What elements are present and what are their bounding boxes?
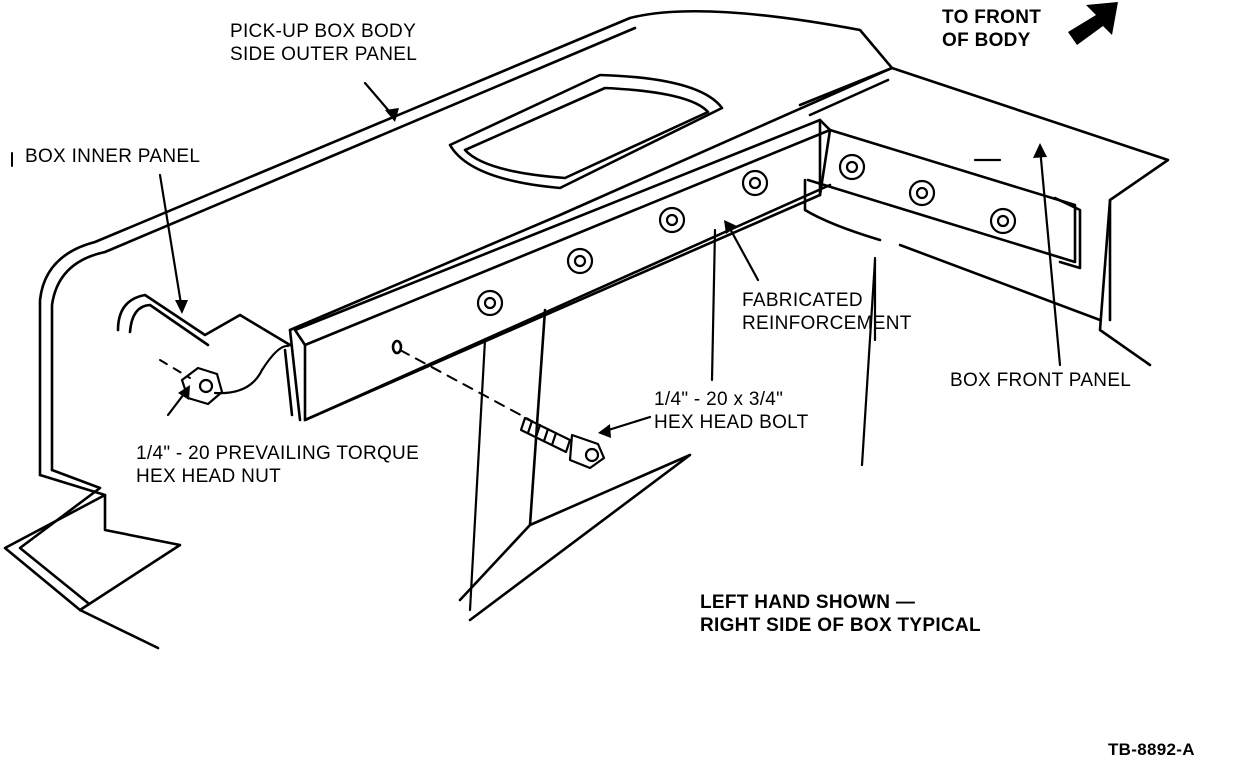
figure-id: TB-8892-A — [1108, 740, 1195, 759]
fabricated-reinforcement — [293, 118, 832, 422]
label-to-front: TO FRONT OF BODY — [942, 7, 1042, 51]
explosion-line — [399, 349, 531, 421]
side-outer-panel — [3, 9, 894, 650]
explosion-line — [159, 359, 191, 379]
label-hex-head-nut: 1/4" - 20 PREVAILING TORQUE HEX HEAD NUT — [136, 443, 420, 487]
arrow-up-right-icon — [1068, 2, 1118, 45]
hex-bolt-icon — [519, 416, 606, 470]
label-box-front-panel: BOX FRONT PANEL — [950, 370, 1132, 391]
prevailing-torque-nut — [180, 366, 224, 406]
stake-pocket — [448, 73, 724, 190]
box-front-panel — [798, 66, 1170, 367]
label-hex-head-bolt: 1/4" - 20 x 3/4" HEX HEAD BOLT — [654, 389, 809, 433]
hex-nut-icon — [658, 206, 686, 234]
label-side-outer-panel: PICK-UP BOX BODY SIDE OUTER PANEL — [230, 21, 418, 65]
hex-nut-icon — [741, 169, 769, 197]
support-flange — [458, 308, 692, 622]
hex-nut-icon — [989, 207, 1017, 235]
hex-nut-icon — [476, 289, 504, 317]
label-fabricated-reinforcement: FABRICATED REINFORCEMENT — [742, 290, 912, 334]
flange-nuts — [476, 153, 1017, 317]
hex-nut-icon — [908, 179, 936, 207]
leader-arrowheads — [175, 108, 1047, 438]
hex-nut-icon — [566, 247, 594, 275]
hex-nut-icon — [838, 153, 866, 181]
label-box-inner-panel: BOX INNER PANEL — [25, 146, 201, 167]
bolt-hole — [391, 339, 403, 355]
note-left-hand-shown: LEFT HAND SHOWN — RIGHT SIDE OF BOX TYPI… — [700, 592, 981, 636]
